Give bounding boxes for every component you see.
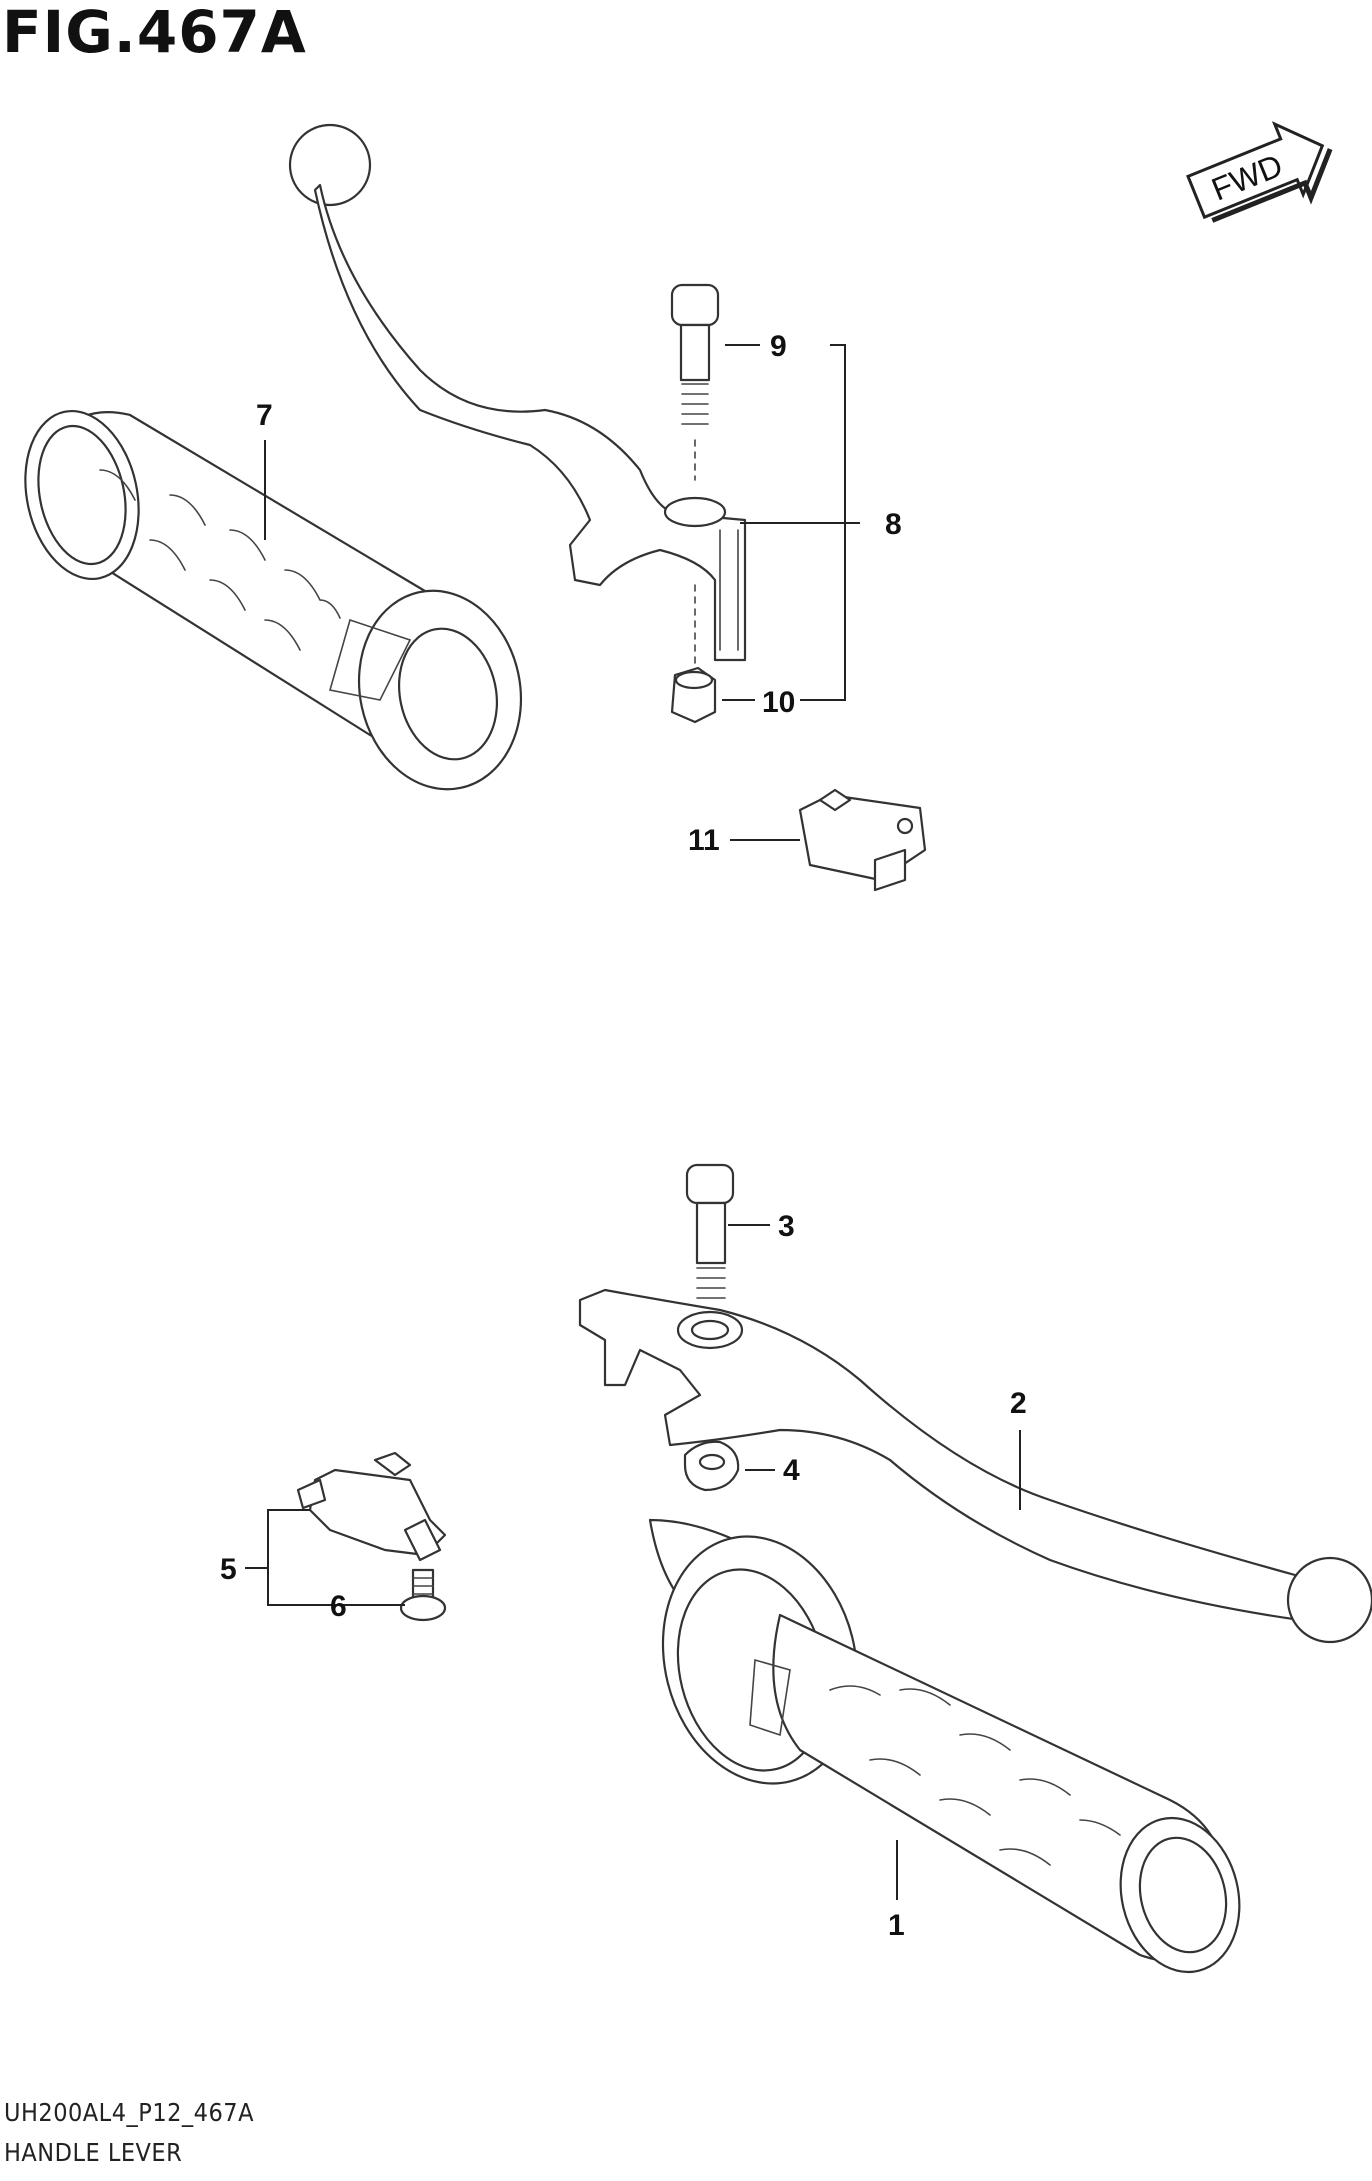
lower-brake-lever: [578, 1288, 1372, 1644]
callout-9: 9: [770, 330, 787, 363]
callout-8: 8: [885, 508, 902, 541]
stop-switch-lower: [296, 1451, 447, 1562]
nut-lower: [683, 1440, 740, 1492]
fwd-arrow-icon: FWD: [1186, 121, 1333, 223]
stop-switch-upper: [798, 788, 927, 892]
switch-screw: [399, 1568, 447, 1622]
model-code: UH200AL4_P12_467A: [4, 2098, 254, 2127]
figure-name: HANDLE LEVER: [4, 2138, 183, 2167]
nut-upper: [670, 584, 717, 724]
callout-11: 11: [688, 824, 720, 857]
callout-6: 6: [330, 1590, 347, 1623]
callout-2: 2: [1010, 1387, 1027, 1420]
pivot-bolt-upper: [670, 283, 720, 481]
pivot-bolt-lower: [685, 1163, 735, 1299]
callout-1: 1: [888, 1909, 905, 1942]
left-grip: [24, 409, 523, 791]
figure-title: FIG.467A: [2, 0, 307, 66]
callout-3: 3: [778, 1210, 795, 1243]
throttle-grip: [648, 1518, 1241, 1974]
callout-7: 7: [256, 399, 273, 432]
callout-10: 10: [762, 686, 795, 719]
callout-5: 5: [220, 1553, 237, 1586]
callout-4: 4: [783, 1454, 800, 1487]
upper-brake-lever: [288, 123, 747, 662]
